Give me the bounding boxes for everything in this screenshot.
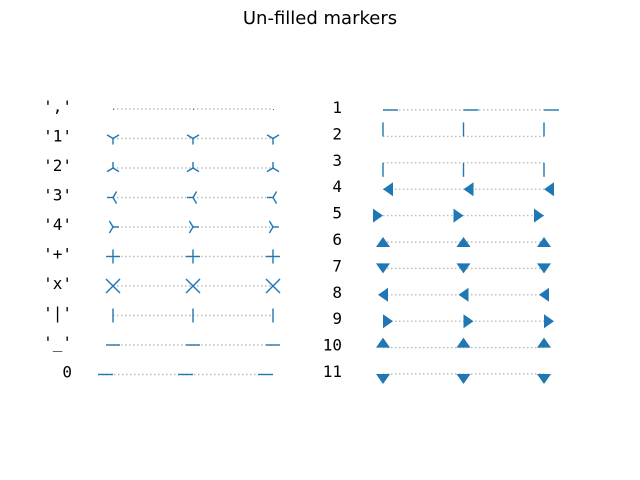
marker-point	[266, 134, 274, 140]
marker-point	[456, 374, 471, 384]
marker-point	[112, 191, 118, 198]
row-label: 0	[62, 363, 72, 382]
marker-point	[192, 134, 200, 140]
marker-point	[112, 197, 118, 204]
marker-point	[185, 278, 201, 294]
marker-point	[105, 278, 121, 294]
marker-point	[456, 337, 471, 348]
marker-point	[537, 337, 551, 348]
marker-point	[192, 191, 198, 198]
marker-point	[272, 191, 278, 198]
marker-point	[539, 287, 549, 302]
row-label: '+'	[43, 245, 72, 264]
row-label: 2	[332, 124, 342, 143]
marker-point	[266, 167, 274, 173]
marker-point	[463, 182, 474, 197]
chart-title: Un-filled markers	[242, 8, 398, 29]
marker-point	[192, 167, 200, 173]
marker-point	[188, 220, 194, 228]
marker-point	[272, 167, 280, 173]
marker-point	[106, 134, 114, 140]
marker-point	[112, 134, 120, 140]
marker-point	[376, 237, 390, 247]
marker-point	[113, 109, 114, 110]
marker-point	[193, 109, 194, 110]
marker-point	[534, 208, 544, 223]
marker-point	[188, 226, 194, 234]
row-label: 10	[323, 336, 342, 355]
row-label: 1	[332, 98, 342, 117]
marker-point	[376, 374, 390, 384]
row-label: '_'	[43, 333, 72, 352]
marker-point	[383, 182, 393, 197]
marker-point	[272, 197, 278, 204]
marker-point	[537, 374, 551, 384]
marker-point	[273, 109, 274, 110]
row-label: ','	[43, 97, 72, 116]
marker-point	[378, 287, 388, 302]
row-label: 8	[332, 283, 342, 302]
row-label: 6	[332, 230, 342, 249]
marker-point	[383, 314, 393, 329]
marker-point	[376, 337, 390, 348]
marker-point	[544, 182, 554, 197]
marker-point	[112, 167, 120, 173]
marker-point	[537, 237, 551, 247]
marker-point	[373, 208, 383, 223]
row-label: 5	[332, 204, 342, 223]
marker-point	[186, 167, 194, 173]
marker-point	[268, 226, 274, 234]
marker-point	[537, 263, 551, 274]
row-label: 4	[332, 177, 342, 196]
marker-point	[453, 208, 464, 223]
row-label: 11	[323, 362, 342, 381]
marker-point	[544, 314, 554, 329]
marker-point	[272, 134, 280, 140]
row-label: '1'	[43, 127, 72, 146]
row-label: '4'	[43, 215, 72, 234]
row-label: '|'	[43, 304, 72, 323]
marker-point	[268, 220, 274, 228]
row-label: '2'	[43, 156, 72, 175]
marker-point	[106, 167, 114, 173]
row-label: '3'	[43, 186, 72, 205]
row-label: 3	[332, 151, 342, 170]
marker-point	[186, 134, 194, 140]
marker-point	[108, 220, 114, 228]
marker-point	[265, 278, 281, 294]
marker-point	[192, 197, 198, 204]
marker-point	[463, 314, 474, 329]
marker-point	[456, 237, 471, 247]
marker-point	[108, 226, 114, 234]
marker-point	[456, 263, 471, 274]
row-label: 'x'	[43, 274, 72, 293]
row-label: 9	[332, 309, 342, 328]
marker-point	[458, 287, 469, 302]
marker-point	[376, 263, 390, 274]
row-label: 7	[332, 256, 342, 275]
